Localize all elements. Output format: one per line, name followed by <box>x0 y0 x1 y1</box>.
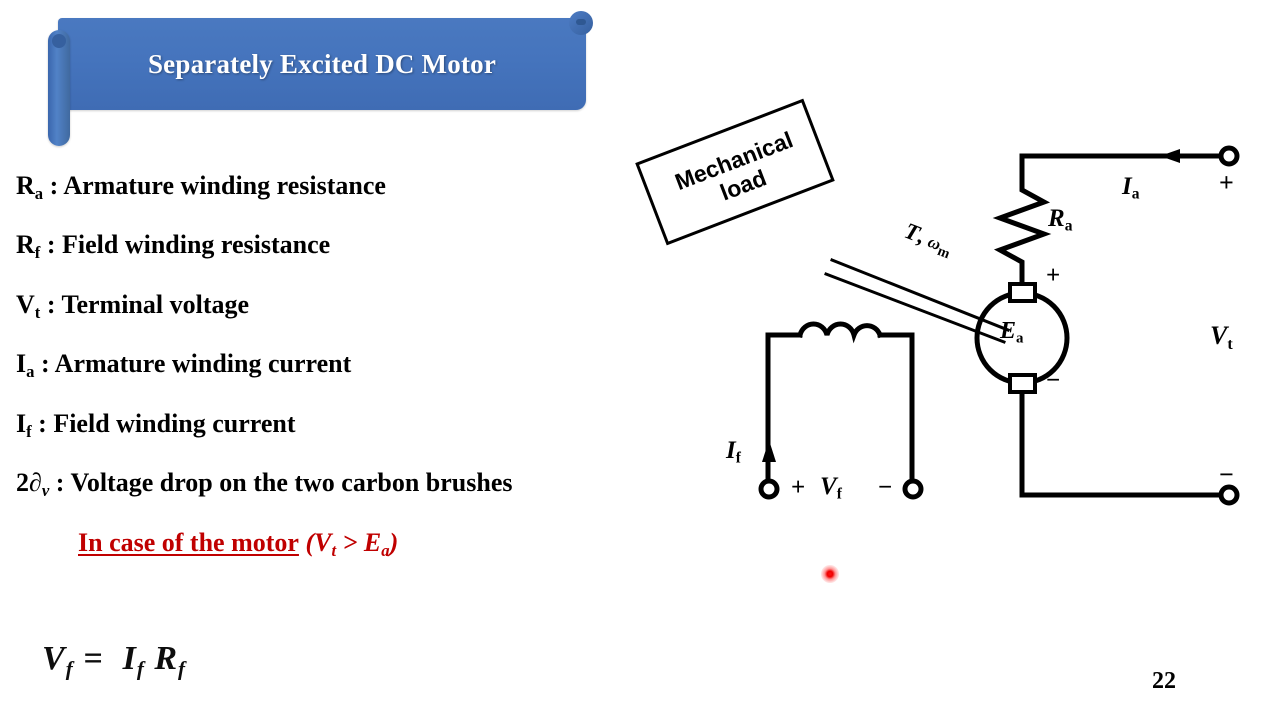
terminal-positive <box>1218 145 1240 167</box>
armature-minus-sign: − <box>1046 367 1061 394</box>
motor-case-underlined: In case of the motor <box>78 528 299 557</box>
dc-motor-circuit-diagram <box>640 110 1280 530</box>
definition-list: Ra : Armature winding resistance Rf : Fi… <box>16 160 656 517</box>
definition-text: : Terminal voltage <box>46 289 250 319</box>
armature-plus-sign: + <box>1046 262 1061 289</box>
field-terminal-negative <box>902 478 924 500</box>
definition-item-ia: Ia : Armature winding current <box>16 338 656 397</box>
page-title: Separately Excited DC Motor <box>147 48 497 79</box>
terminal-minus-sign: − <box>1219 460 1234 489</box>
field-voltage-label: Vf <box>820 473 842 503</box>
ribbon-body <box>58 18 586 110</box>
field-minus-sign: − <box>878 474 893 501</box>
definition-text: : Field winding current <box>38 408 296 438</box>
definition-symbol: Ra <box>16 171 44 203</box>
definition-symbol: Ia <box>16 349 35 382</box>
terminal-plus-sign: + <box>1219 168 1234 197</box>
field-coil <box>796 321 884 344</box>
terminal-negative <box>1218 484 1240 506</box>
definition-text: : Armature winding current <box>40 349 352 379</box>
definition-symbol: Vt <box>16 289 41 322</box>
ribbon-roll-right <box>569 11 593 35</box>
armature-resistor <box>992 183 1052 285</box>
motor-case-statement: In case of the motor (Vt > Ea) <box>78 528 398 561</box>
definition-item-if: If : Field winding current <box>16 398 656 457</box>
armature-current-label: Ia <box>1122 173 1140 203</box>
field-terminal-positive <box>758 478 780 500</box>
field-current-arrow <box>762 440 776 462</box>
field-voltage-formula: Vf = If Rf <box>42 640 187 681</box>
brush-top <box>1008 282 1037 303</box>
armature-current-arrow <box>1160 149 1180 163</box>
definition-item-vt: Vt : Terminal voltage <box>16 279 656 338</box>
motor-case-condition: (Vt > Ea) <box>305 528 399 560</box>
definition-item-rf: Rf : Field winding resistance <box>16 219 656 278</box>
armature-resistance-label: Ra <box>1048 205 1073 235</box>
definition-text: : Armature winding resistance <box>49 171 386 200</box>
definition-symbol: Rf <box>16 230 41 263</box>
ribbon-roll-left <box>48 30 70 146</box>
bottom-wire <box>1019 397 1231 498</box>
title-banner: Separately Excited DC Motor <box>48 11 593 146</box>
laser-pointer-dot <box>821 565 839 583</box>
field-plus-sign: + <box>791 474 806 501</box>
definition-symbol: If <box>16 408 32 441</box>
definition-text: : Voltage drop on the two carbon brushes <box>55 468 513 498</box>
brush-bottom <box>1008 373 1037 394</box>
shaft-line <box>824 258 1010 344</box>
definition-item-ra: Ra : Armature winding resistance <box>16 160 656 219</box>
page-number: 22 <box>1152 668 1176 694</box>
definition-symbol: 2∂v <box>16 468 50 501</box>
field-current-label: If <box>726 437 741 467</box>
definition-text: : Field winding resistance <box>46 230 331 260</box>
terminal-voltage-label: Vt <box>1210 321 1233 353</box>
armature-emf-label: Ea <box>1000 318 1024 347</box>
definition-item-brush-drop: 2∂v : Voltage drop on the two carbon bru… <box>16 457 656 516</box>
